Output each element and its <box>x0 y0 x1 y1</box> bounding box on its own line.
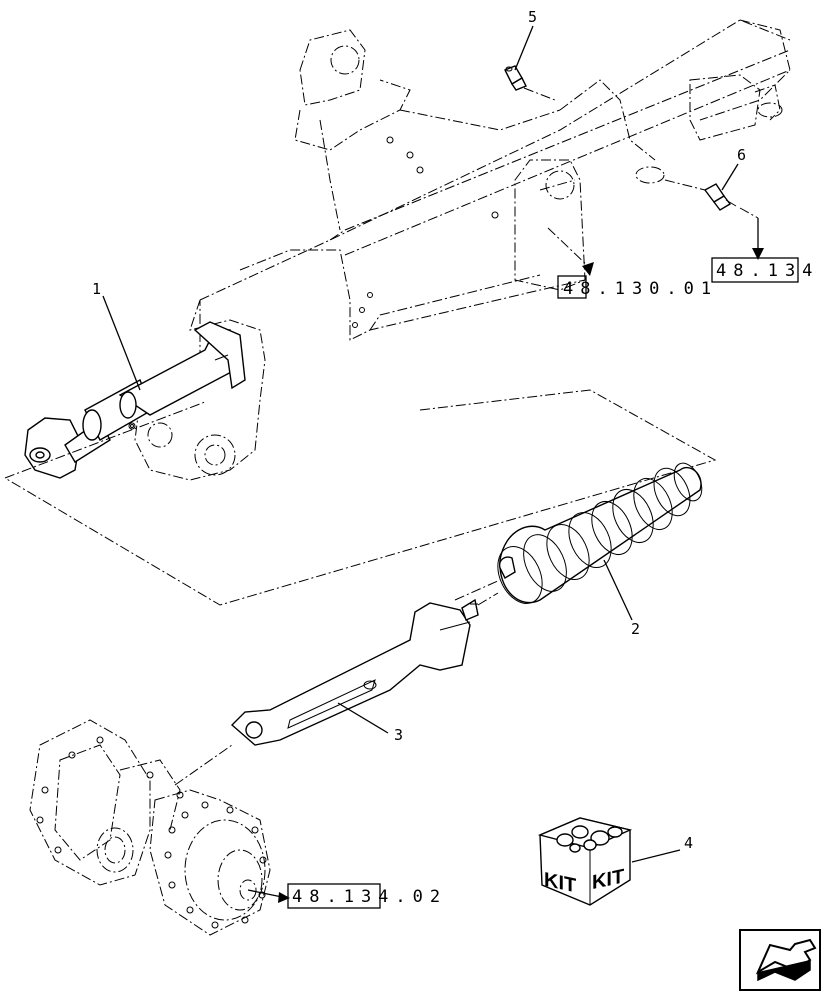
reference-48-134-02[interactable]: 48.134.02 <box>247 883 447 909</box>
callout-5: 5 <box>528 8 537 26</box>
callout-2: 2 <box>631 620 640 638</box>
part-6-grease-fitting <box>664 179 737 211</box>
explode-centerline <box>454 579 501 601</box>
reference-label-48-134: 48.134 <box>716 261 819 281</box>
axle-housing-phantom <box>134 19 791 481</box>
reference-label-48-134-02: 48.134.02 <box>292 887 447 907</box>
next-page-arrow-icon[interactable] <box>739 929 821 991</box>
callout-leaders <box>102 25 739 863</box>
reference-48-134[interactable]: 48.134 <box>711 207 819 283</box>
wheel-hub-phantom <box>29 719 271 936</box>
part-5-grease-fitting <box>504 65 556 101</box>
explode-region-outline <box>4 389 717 606</box>
callout-1: 1 <box>92 280 101 298</box>
reference-label-48-130-01: 48.130.01 <box>563 279 718 299</box>
part-4-hardware-kit: KIT KIT <box>537 817 633 906</box>
reference-48-130-01[interactable]: 48.130.01 <box>547 227 718 299</box>
part-1-pivot-pin <box>24 321 246 479</box>
callout-3: 3 <box>394 726 403 744</box>
callout-6: 6 <box>737 146 746 164</box>
callout-4: 4 <box>684 834 693 852</box>
part-3-tension-rod <box>230 592 499 746</box>
part-2-coil-spring <box>497 462 703 604</box>
